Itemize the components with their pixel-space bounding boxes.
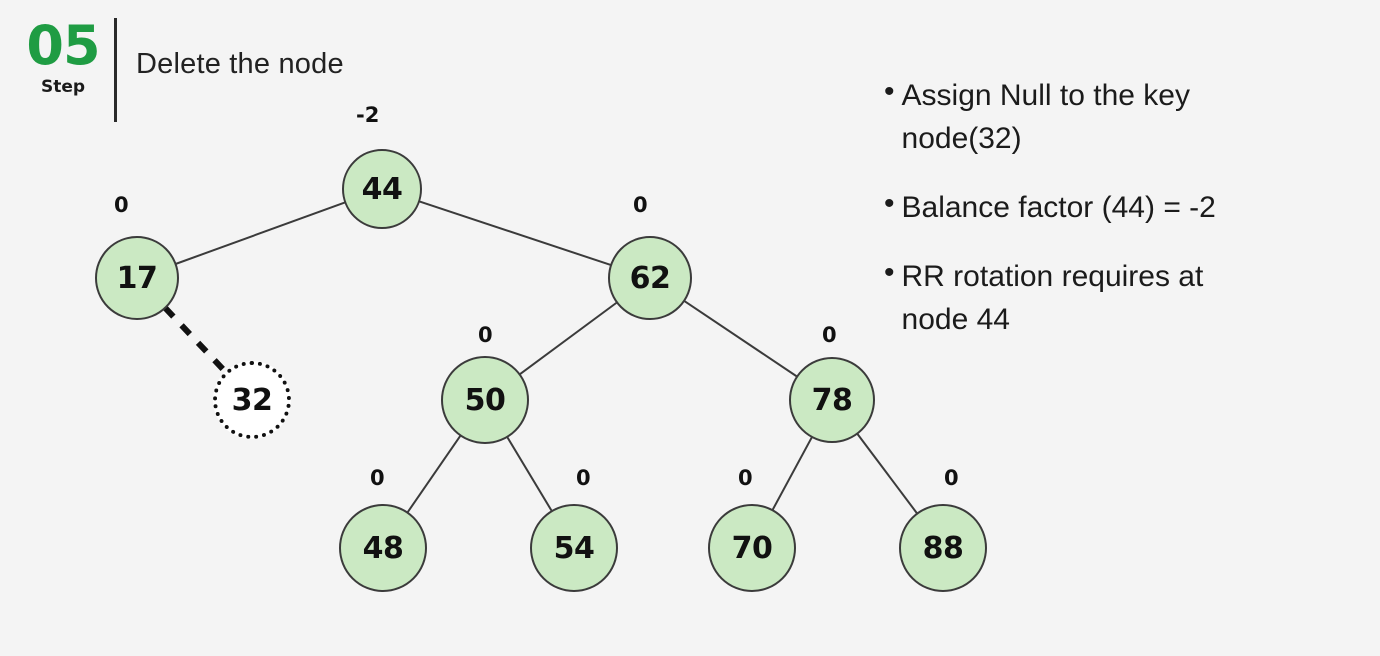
balance-factor-label: 0 (370, 466, 385, 490)
tree-edge (162, 305, 229, 375)
tree-node-key: 78 (811, 382, 853, 418)
tree-node[interactable]: 50 (441, 356, 529, 444)
tree-edge (418, 200, 612, 267)
note-item: •RR rotation requires at node 44 (884, 255, 1354, 341)
note-item: •Assign Null to the key node(32) (884, 74, 1354, 160)
tree-edge (683, 299, 798, 378)
tree-edge (406, 434, 462, 514)
tree-node-deleted[interactable]: 32 (213, 361, 291, 439)
tree-node[interactable]: 62 (608, 236, 692, 320)
step-badge: 05 Step (18, 18, 108, 122)
bullet-icon: • (884, 187, 895, 220)
tree-node[interactable]: 70 (708, 504, 796, 592)
tree-node-key: 54 (553, 530, 595, 566)
tree-node-key: 32 (231, 382, 273, 418)
balance-factor-label: 0 (738, 466, 753, 490)
tree-edge (506, 436, 553, 512)
step-word: Step (40, 77, 86, 97)
note-text: Assign Null to the key node(32) (901, 79, 1190, 155)
tree-edge (518, 301, 618, 376)
tree-node-key: 62 (629, 260, 671, 296)
tree-edge (771, 436, 813, 511)
tree-node[interactable]: 17 (95, 236, 179, 320)
notes-list: •Assign Null to the key node(32)•Balance… (884, 74, 1354, 367)
balance-factor-label: 0 (944, 466, 959, 490)
step-number: 05 (26, 14, 100, 77)
tree-node-key: 70 (731, 530, 773, 566)
balance-factor-label: -2 (356, 103, 380, 127)
tree-node[interactable]: 48 (339, 504, 427, 592)
tree-node[interactable]: 88 (899, 504, 987, 592)
bullet-icon: • (884, 75, 895, 108)
note-text: RR rotation requires at node 44 (901, 260, 1204, 336)
tree-node[interactable]: 44 (342, 149, 422, 229)
tree-node[interactable]: 54 (530, 504, 618, 592)
note-text: Balance factor (44) = -2 (901, 191, 1216, 224)
tree-node-key: 17 (116, 260, 158, 296)
balance-factor-label: 0 (114, 193, 129, 217)
header-divider (114, 18, 117, 122)
page-title: Delete the node (136, 48, 344, 80)
note-item: •Balance factor (44) = -2 (884, 186, 1354, 229)
bullet-icon: • (884, 256, 895, 289)
tree-node[interactable]: 78 (789, 357, 875, 443)
balance-factor-label: 0 (576, 466, 591, 490)
tree-node-key: 48 (362, 530, 404, 566)
tree-edge (856, 433, 919, 515)
balance-factor-label: 0 (822, 323, 837, 347)
balance-factor-label: 0 (633, 193, 648, 217)
tree-node-key: 44 (361, 171, 403, 207)
balance-factor-label: 0 (478, 323, 493, 347)
tree-node-key: 50 (464, 382, 506, 418)
tree-edge (175, 201, 346, 265)
tree-node-key: 88 (922, 530, 964, 566)
